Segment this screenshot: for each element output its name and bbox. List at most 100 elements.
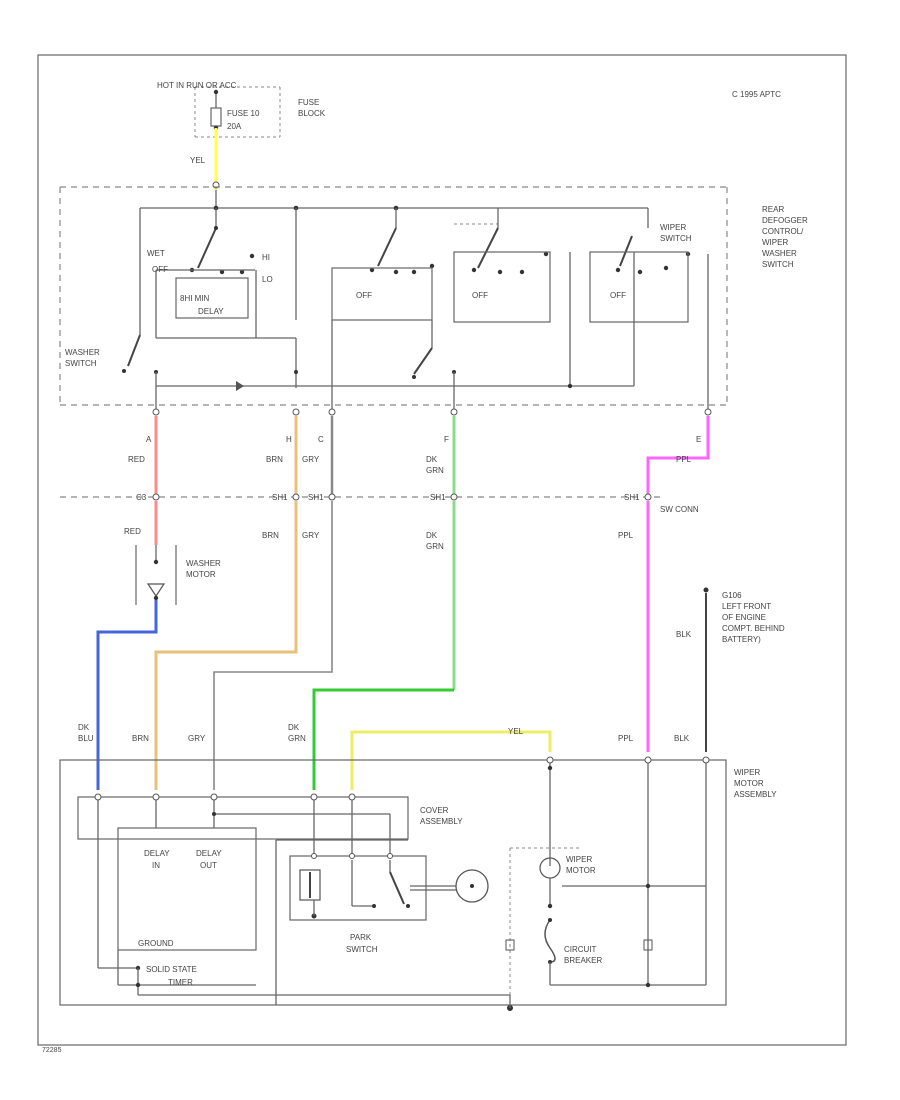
wire-label-red-2: RED [124, 527, 141, 536]
svg-text:G106: G106 [722, 591, 742, 600]
svg-text:SWITCH: SWITCH [346, 945, 378, 954]
cover-assembly-label: COVER ASSEMBLY [420, 806, 463, 826]
svg-text:SH1: SH1 [308, 493, 324, 502]
ground-label: GROUND [138, 939, 174, 948]
fuse-rating-label: FUSE 10 [227, 109, 260, 118]
wire-label-gry-1: GRY [302, 455, 320, 464]
switch-section-3: OFF [453, 208, 571, 386]
svg-text:BREAKER: BREAKER [564, 956, 602, 965]
svg-text:SWITCH: SWITCH [762, 260, 794, 269]
wire-label-blk-2: BLK [674, 734, 690, 743]
svg-text:WASHER: WASHER [762, 249, 797, 258]
switch-section-4: OFF WIPER SWITCH [589, 208, 709, 412]
svg-text:SH1: SH1 [272, 493, 288, 502]
fuse-amp-label: 20A [227, 122, 242, 131]
circuit-breaker-icon [544, 919, 556, 963]
ground-g106: G106 LEFT FRONT OF ENGINE COMPT. BEHIND … [676, 587, 785, 752]
hot-in-run-label: HOT IN RUN OR ACC [157, 81, 237, 90]
hi-label: HI [262, 253, 270, 262]
wire-grn-lower [312, 688, 454, 790]
delay-out-label-1: DELAY [196, 849, 222, 858]
fuse-block-label-1: FUSE [298, 98, 319, 107]
svg-text:CIRCUIT: CIRCUIT [564, 945, 597, 954]
svg-text:A: A [146, 435, 152, 444]
wire-label-ppl-2: PPL [618, 531, 634, 540]
svg-text:WIPER: WIPER [762, 238, 788, 247]
wire-label-dkgrn-3a: DK [288, 723, 300, 732]
svg-text:DEFOGGER: DEFOGGER [762, 216, 808, 225]
sw-conn-label: SW CONN [660, 505, 699, 514]
switch-box-3 [453, 251, 551, 323]
delay-in-label-2: IN [152, 861, 160, 870]
svg-text:REAR: REAR [762, 205, 784, 214]
svg-text:C3: C3 [136, 493, 147, 502]
wire-label-dkgrn-3b: GRN [288, 734, 306, 743]
diode-arrow [236, 381, 244, 391]
wire-label-brn-3: BRN [132, 734, 149, 743]
wet-label: WET [147, 249, 165, 258]
cover-terminals [94, 793, 356, 801]
delay-out-label-2: OUT [200, 861, 217, 870]
switch-box-4 [589, 251, 689, 323]
svg-text:ASSEMBLY: ASSEMBLY [734, 790, 777, 799]
fuse-block-label-2: BLOCK [298, 109, 326, 118]
wire-label-dkgrn-2a: DK [426, 531, 438, 540]
wire-label-gry-3: GRY [188, 734, 206, 743]
switch-terminals: A H C F E [146, 408, 712, 444]
wire-label-dkgrn-2b: GRN [426, 542, 444, 551]
svg-text:MOTOR: MOTOR [186, 570, 216, 579]
svg-text:C: C [318, 435, 324, 444]
washer-switch-label-2: SWITCH [65, 359, 97, 368]
svg-text:WIPER: WIPER [734, 768, 760, 777]
rear-switch-outline [59, 186, 728, 406]
rear-switch-label: REAR DEFOGGER CONTROL/ WIPER WASHER SWIT… [762, 205, 808, 269]
svg-text:BATTERY): BATTERY) [722, 635, 761, 644]
svg-text:F: F [444, 435, 449, 444]
svg-text:SH1: SH1 [624, 493, 640, 502]
svg-text:SH1: SH1 [430, 493, 446, 502]
svg-text:MOTOR: MOTOR [566, 866, 596, 875]
svg-text:LEFT FRONT: LEFT FRONT [722, 602, 771, 611]
svg-text:WASHER: WASHER [186, 559, 221, 568]
wiper-switch-label-2: SWITCH [660, 234, 692, 243]
washer-switch: WASHER SWITCH [65, 334, 141, 373]
wire-label-blk-1: BLK [676, 630, 692, 639]
svg-text:E: E [696, 435, 701, 444]
copyright-label: C 1995 APTC [732, 90, 781, 99]
cam-icon [455, 869, 489, 903]
delay-in-label-1: DELAY [144, 849, 170, 858]
figure-id: 72285 [42, 1047, 62, 1054]
lo-label: LO [262, 275, 273, 284]
wire-label-dkgrn-1b: GRN [426, 466, 444, 475]
wiper-switch-label-1: WIPER [660, 223, 686, 232]
svg-text:PARK: PARK [350, 933, 372, 942]
washer-motor: WASHER MOTOR [135, 545, 221, 605]
park-switch: PARK SWITCH [289, 853, 427, 954]
wire-label-ppl-3: PPL [618, 734, 634, 743]
delay-range-label: 8HI MIN [180, 294, 210, 303]
fuse-icon [210, 107, 222, 127]
cover-assembly-box [77, 796, 409, 840]
wire-label-dkblu-b: BLU [78, 734, 94, 743]
wire-label-gry-2: GRY [302, 531, 320, 540]
off-label-2: OFF [356, 291, 372, 300]
svg-text:COMPT. BEHIND: COMPT. BEHIND [722, 624, 785, 633]
svg-text:ASSEMBLY: ASSEMBLY [420, 817, 463, 826]
wiper-motor-assembly-label: WIPER MOTOR ASSEMBLY [734, 768, 777, 799]
wire-gry-lower [213, 501, 333, 790]
wire-ppl-upper [646, 416, 710, 497]
wiper-motor-section: WIPER MOTOR CIRCUIT BREAKER [505, 763, 707, 1005]
switch-section-2: OFF [331, 208, 435, 410]
wire-label-brn-2: BRN [262, 531, 279, 540]
svg-text:MOTOR: MOTOR [734, 779, 764, 788]
svg-text:WIPER: WIPER [566, 855, 592, 864]
delay-box [175, 277, 249, 319]
wire-label-yel-top: YEL [190, 156, 206, 165]
motor-icon [146, 583, 166, 598]
off-label-1: OFF [152, 265, 168, 274]
svg-text:OF ENGINE: OF ENGINE [722, 613, 766, 622]
wire-yel-lower [350, 730, 552, 790]
washer-switch-label-1: WASHER [65, 348, 100, 357]
connector-terminals: C3 SH1 SH1 SH1 SH1 [136, 493, 652, 502]
